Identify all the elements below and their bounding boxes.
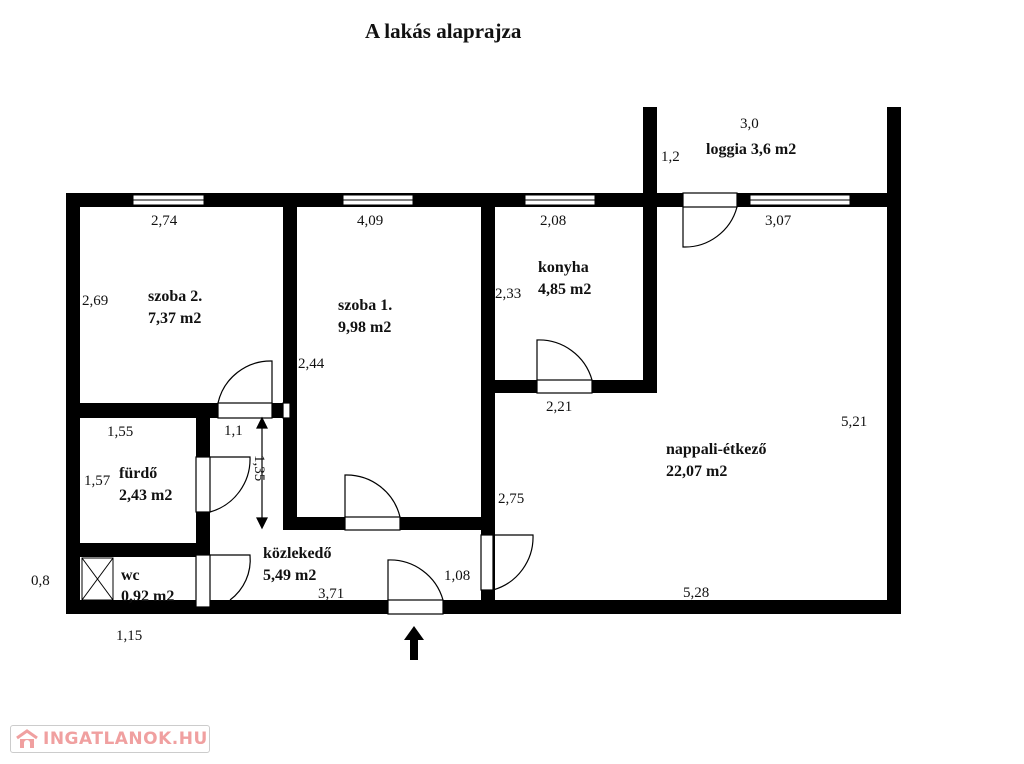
dim-label: 1,1 xyxy=(224,423,243,439)
room-nappali-name: nappali-étkező xyxy=(666,441,766,458)
dim-label: 5,21 xyxy=(841,414,867,430)
wc-shaft xyxy=(81,557,114,601)
room-wc-area: 0,92 m2 xyxy=(121,588,174,605)
room-labels: szoba 2. 7,37 m2 szoba 1. 9,98 m2 konyha… xyxy=(119,141,796,605)
dim-label: 1,55 xyxy=(107,424,133,440)
dim-label: 2,08 xyxy=(540,213,566,229)
dim-label: 2,69 xyxy=(82,293,108,309)
room-kozlekedo-name: közlekedő xyxy=(263,545,331,562)
dim-label: 1,08 xyxy=(444,568,470,584)
dim-label: 3,71 xyxy=(318,586,344,602)
dim-label: 3,07 xyxy=(765,213,792,229)
dim-label: 2,33 xyxy=(495,286,521,302)
dim-label: 2,44 xyxy=(298,356,325,372)
dim-label: 1,57 xyxy=(84,473,111,489)
dim-label: 0,8 xyxy=(31,573,50,589)
logo-text: INGATLANOK.HU xyxy=(43,729,208,749)
room-loggia-name: loggia 3,6 m2 xyxy=(706,141,796,158)
room-szoba1-name: szoba 1. xyxy=(338,297,392,314)
room-kozlekedo-area: 5,49 m2 xyxy=(263,567,316,584)
room-wc-name: wc xyxy=(121,567,140,584)
doors xyxy=(195,192,738,615)
dimension-labels: 2,74 4,09 2,08 3,07 3,0 1,2 2,69 2,44 2,… xyxy=(31,116,867,644)
room-nappali-area: 22,07 m2 xyxy=(666,463,727,480)
room-konyha-name: konyha xyxy=(538,259,589,276)
house-icon xyxy=(16,729,38,748)
ingatlanok-logo: INGATLANOK.HU xyxy=(10,725,210,753)
plan-title: A lakás alaprajza xyxy=(365,19,522,43)
dimension-arrow xyxy=(256,416,268,530)
dim-label: 1,35 xyxy=(251,455,267,481)
dim-label: 3,0 xyxy=(740,116,759,132)
dim-label: 2,74 xyxy=(151,213,178,229)
room-szoba2-area: 7,37 m2 xyxy=(148,310,201,327)
dim-label: 1,2 xyxy=(661,149,680,165)
dim-label: 1,15 xyxy=(116,628,142,644)
dim-label: 2,75 xyxy=(498,491,524,507)
entrance-arrow xyxy=(404,626,424,660)
room-szoba2-name: szoba 2. xyxy=(148,288,202,305)
room-szoba1-area: 9,98 m2 xyxy=(338,319,391,336)
windows xyxy=(132,194,851,206)
dim-label: 2,21 xyxy=(546,399,572,415)
dim-label: 4,09 xyxy=(357,213,383,229)
dim-label: 5,28 xyxy=(683,585,709,601)
room-furdo-name: fürdő xyxy=(119,465,157,482)
room-furdo-area: 2,43 m2 xyxy=(119,487,172,504)
room-konyha-area: 4,85 m2 xyxy=(538,281,591,298)
